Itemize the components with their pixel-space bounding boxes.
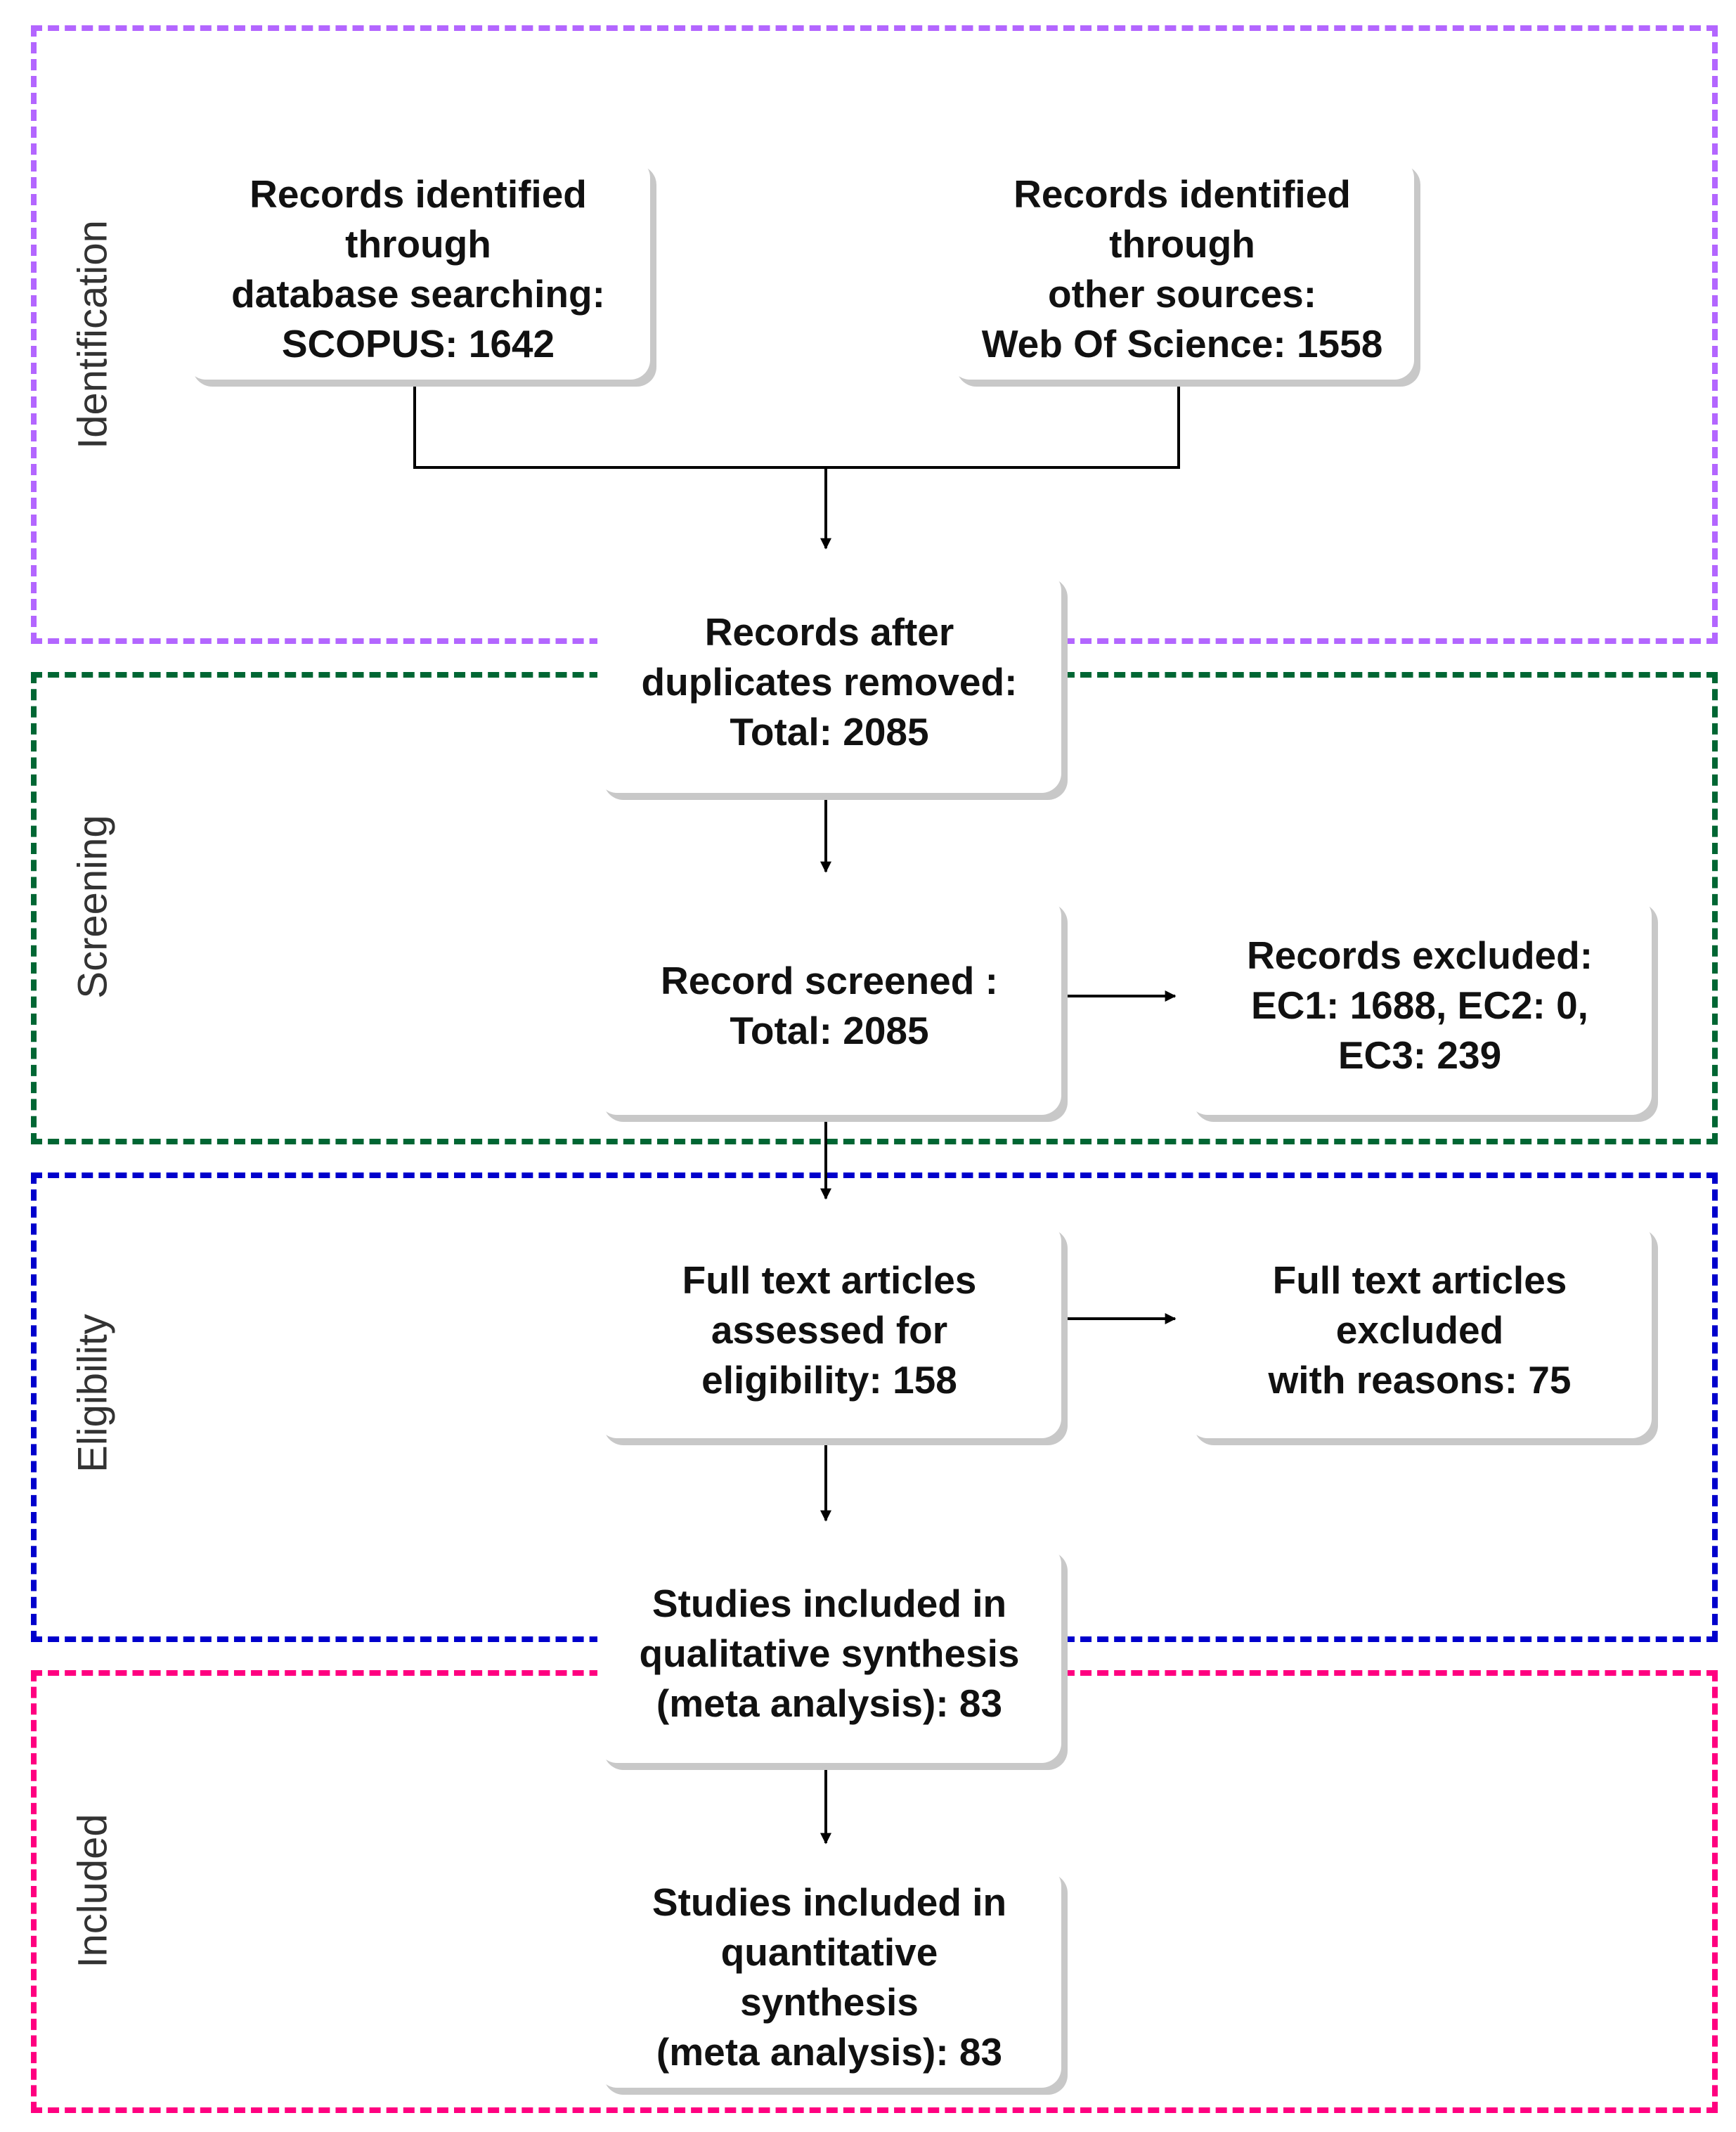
scopus-records-box: Records identified through database sear… [186,158,650,380]
qualitative-synthesis-text: Studies included in qualitative synthesi… [639,1582,1020,1725]
quantitative-synthesis-box: Studies included in quantitative synthes… [597,1866,1061,2088]
qualitative-synthesis-box: Studies included in qualitative synthesi… [597,1544,1061,1763]
screened-text: Record screened : Total: 2085 [661,958,998,1052]
connector-scopus-to-merge [413,380,826,469]
duplicates-removed-box: Records after duplicates removed: Total:… [597,571,1061,793]
fulltext-assessed-text: Full text articles assessed for eligibil… [682,1258,977,1402]
quantitative-synthesis-text: Studies included in quantitative synthes… [652,1880,1007,2074]
wos-records-text: Records identified through other sources… [981,172,1383,366]
fulltext-assessed-box: Full text articles assessed for eligibil… [597,1222,1061,1438]
excluded-text: Records excluded: EC1: 1688, EC2: 0, EC3… [1246,933,1593,1077]
excluded-box: Records excluded: EC1: 1688, EC2: 0, EC3… [1188,896,1652,1115]
scopus-records-text: Records identified through database sear… [231,172,605,366]
fulltext-excluded-text: Full text articles excluded with reasons… [1268,1258,1572,1402]
wos-records-box: Records identified through other sources… [950,158,1414,380]
fulltext-excluded-box: Full text articles excluded with reasons… [1188,1222,1652,1438]
screened-box: Record screened : Total: 2085 [597,896,1061,1115]
duplicates-removed-text: Records after duplicates removed: Total:… [641,609,1018,754]
connector-wos-to-merge [826,380,1180,469]
